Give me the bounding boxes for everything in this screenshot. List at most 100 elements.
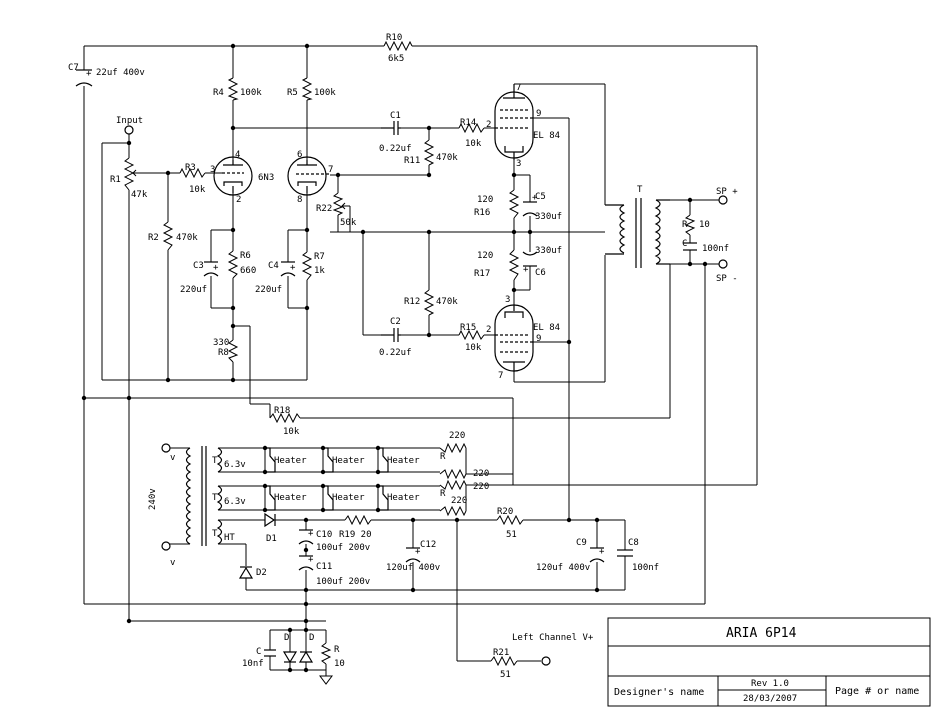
mains-v-top: v [170,453,175,463]
input-terminal [124,125,134,135]
r6-label: R6 [240,251,251,261]
power-transformers [185,446,223,546]
svg-text:+: + [523,265,529,275]
r12-value: 470k [436,297,458,307]
mains-voltage-label: 240v [148,488,158,510]
c5-value: 330uf [535,212,562,222]
pin-7-lower: 7 [498,371,503,381]
ground-r-label: R [334,645,340,655]
r1-value: 47k [131,190,148,200]
c12-value: 120uf 400v [386,563,440,573]
title-block-page: Page # or name [835,686,919,697]
r4-value: 100k [240,88,262,98]
title-block-rev: Rev 1.0 [751,679,789,689]
tube-6n3-label: 6N3 [258,173,274,183]
r12-label: R12 [404,297,420,307]
svg-text:+: + [308,555,314,565]
r3-resistor [179,167,206,179]
c10-value: 100uf 200v [316,543,370,553]
r14-value: 10k [465,139,482,149]
r6-value: 660 [240,266,256,276]
r17-resistor [508,249,520,281]
zobel-r-value: 10 [699,220,710,230]
r14-resistor [458,122,485,134]
ground-d2-label: D [309,633,314,643]
heater-label-3: Heater [387,456,420,466]
c2-value: 0.22uf [379,348,412,358]
junctions [81,43,708,673]
pin-9-lower: 9 [536,334,541,344]
r8-value: 330 [213,338,229,348]
sp-plus-terminal [718,195,728,205]
c6-value: 330uf [535,246,562,256]
heater-r3-label: R [440,489,446,499]
r20-resistor [496,514,524,526]
c4-value: 220uf [255,285,282,295]
preamp-tube-2 [287,156,330,196]
r10-label: R10 [386,33,402,43]
heater-r3-value: 220 [473,482,489,492]
r18-value: 10k [283,427,300,437]
r5-value: 100k [314,88,336,98]
pin-7-preamp: 7 [328,165,333,175]
pin-8: 8 [297,195,302,205]
r5-label: R5 [287,88,298,98]
c11-label: C11 [316,562,332,572]
r11-resistor [423,139,435,166]
ground-icon [319,675,333,685]
c3-value: 220uf [180,285,207,295]
r3-value: 10k [189,185,206,195]
title-block-designer: Designer's name [614,687,704,698]
heater-voltage-2: 6.3v [224,497,246,507]
title-block: ARIA 6P14 Designer's name Rev 1.0 28/03/… [607,617,931,707]
r22-value: 50k [340,218,357,228]
c4-label: C4 [268,261,279,271]
r10-resistor [383,40,413,52]
r14-label: R14 [460,118,476,128]
svg-text:+: + [532,193,538,203]
r16-value: 120 [477,195,493,205]
sp-minus-terminal [718,259,728,269]
zobel-r-label: R [682,220,688,230]
r17-label: R17 [474,269,490,279]
heater-label-2: Heater [332,456,365,466]
pin-2-upper: 2 [486,120,491,130]
r22-potentiometer [332,192,344,216]
r15-label: R15 [460,323,476,333]
heaters [265,447,389,511]
power-wiring [129,447,757,676]
c8-label: C8 [628,538,639,548]
heater-r3 [439,479,467,491]
c8-value: 100nf [632,563,659,573]
c5-label: C5 [535,192,546,202]
c2-label: C2 [390,317,401,327]
r10-value: 6k5 [388,54,404,64]
r3-label: R3 [185,163,196,173]
input-label: Input [116,116,143,126]
ground-d1-label: D [284,633,289,643]
ground-c-value: 10nf [242,659,264,669]
output-transformer-label: T [637,185,643,195]
component-labels: Input R1 47k R2 470k R3 10k R4 100k R5 1… [68,33,738,680]
sp-plus-label: SP + [716,187,738,197]
pin-7-upper: 7 [516,83,521,93]
heater-r2-value: 220 [473,469,489,479]
r21-label: R21 [493,648,509,658]
r8-resistor [227,339,239,363]
left-channel-label: Left Channel V+ [512,633,594,643]
r11-label: R11 [404,156,420,166]
pin-4: 4 [235,150,240,160]
svg-text:+: + [415,547,421,557]
r19-resistor [344,514,372,526]
r21-value: 51 [500,670,511,680]
left-channel-terminal [541,656,551,666]
r15-value: 10k [465,343,482,353]
zobel-resistor [684,214,696,236]
output-tube-upper [494,84,534,160]
heater-label-5: Heater [332,493,365,503]
c1-label: C1 [390,111,401,121]
mains-terminal-top [161,443,171,453]
d1-label: D1 [266,534,277,544]
r5-resistor [301,77,313,101]
